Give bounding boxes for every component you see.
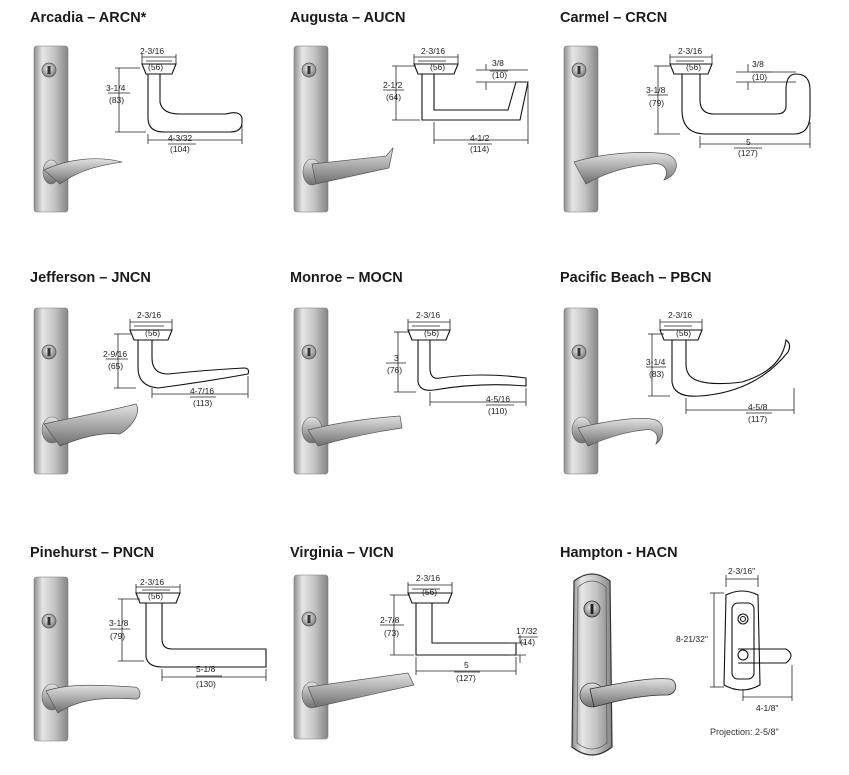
lever-card-virginia: Virginia – VICN 2-3/16 (56) 2-7/8 (73) 1…: [290, 545, 560, 775]
dim-label: (56): [422, 587, 437, 597]
projection-note: Projection: 2-5/8": [710, 727, 779, 737]
dim-label: 4-1/8": [756, 703, 778, 713]
dimension-drawing: 2-3/16 (56) 2-7/8 (73) 17/32 (14) 5 (127…: [380, 573, 538, 683]
dim-label: (56): [148, 62, 163, 72]
lever-title: Monroe – MOCN: [290, 270, 403, 286]
dimension-drawing: 2-3/16 (56) 3-1/4 (83) 4-3/32 (104): [106, 46, 243, 154]
dim-label: (10): [492, 70, 507, 80]
dim-label: (56): [686, 62, 701, 72]
dim-label: (127): [738, 148, 758, 158]
dim-label: 4-5/8: [748, 402, 768, 412]
dim-label: 2-3/16: [678, 46, 702, 56]
lever-card-pinehurst: Pinehurst – PNCN 2-3/16 (56) 3-1/8 (79) …: [30, 545, 300, 775]
dim-label: (117): [748, 414, 767, 424]
lever-trim-image: [293, 307, 403, 475]
lever-card-monroe: Monroe – MOCN 2-3/16 (56) 3 (76) 4-5/16 …: [290, 270, 560, 500]
dim-label: (56): [430, 62, 445, 72]
dimension-drawing: 2-3/16 (56) 3-1/8 (79) 5-1/8 (130): [109, 577, 267, 689]
lever-card-carmel: Carmel – CRCN 2-3/16 (56) 3/8 (10) 3-1/8…: [560, 10, 830, 240]
dim-label: 4-5/16: [486, 394, 510, 404]
dim-label: (79): [649, 98, 664, 108]
dim-label: (113): [193, 398, 212, 408]
dim-label: (10): [752, 72, 767, 82]
dim-label: 3-1/4: [646, 357, 666, 367]
dim-label: 3/8: [752, 59, 764, 69]
dim-label: 2-3/16": [728, 566, 755, 576]
dimension-drawing: 2-3/16 (56) 3/8 (10) 3-1/8 (79) 5 (127): [646, 46, 811, 158]
lever-title: Hampton - HACN: [560, 545, 678, 561]
lever-title: Carmel – CRCN: [560, 10, 668, 26]
dimension-drawing: 2-3/16 (56) 3 (76) 4-5/16 (110): [386, 310, 527, 416]
dim-label: 2-3/16: [421, 46, 445, 56]
dim-label: 5: [746, 137, 751, 147]
lever-title: Jefferson – JNCN: [30, 270, 151, 286]
lever-card-jefferson: Jefferson – JNCN 2-3/16 (56) 2-9/16 (65)…: [30, 270, 300, 500]
dim-label: 5-1/8: [196, 664, 216, 674]
dim-label: 4-7/16: [190, 386, 214, 396]
dim-label: (83): [649, 369, 664, 379]
lever-trim-image: [33, 576, 141, 742]
dim-label: (114): [470, 144, 489, 154]
dimension-drawing: 2-3/16 (56) 3-1/4 (83) 4-5/8 (117): [646, 310, 795, 424]
dimension-drawing: 2-3/16 (56) 2-9/16 (65) 4-7/16 (113): [103, 310, 250, 408]
dim-label: (56): [676, 328, 691, 338]
lever-trim-image: [293, 574, 415, 740]
lever-title: Pinehurst – PNCN: [30, 545, 155, 561]
dim-label: 2-1/2: [383, 80, 403, 90]
lever-title: Pacific Beach – PBCN: [560, 270, 712, 286]
dim-label: 8-21/32": [676, 634, 708, 644]
lever-title: Arcadia – ARCN*: [30, 10, 147, 26]
lever-trim-image: [563, 45, 677, 213]
dim-label: (56): [148, 591, 163, 601]
dim-label: (73): [384, 628, 399, 638]
lever-trim-image: [293, 45, 394, 213]
dimension-drawing: 2-3/16 (56) 3/8 (10) 2-1/2 (64) 4-1/2 (1…: [383, 46, 529, 154]
dim-label: (130): [196, 679, 216, 689]
lever-trim-image: [563, 307, 664, 475]
dim-label: 17/32: [516, 626, 538, 636]
dim-label: 3-1/8: [646, 85, 666, 95]
dim-label: (104): [170, 144, 190, 154]
dim-label: (56): [424, 328, 439, 338]
dim-label: (56): [145, 328, 160, 338]
dim-label: 4-3/32: [168, 133, 192, 143]
dim-label: 2-3/16: [140, 46, 164, 56]
lever-card-pacific-beach: Pacific Beach – PBCN 2-3/16 (56) 3-1/4 (…: [560, 270, 830, 500]
dim-label: (83): [109, 95, 124, 105]
dim-label: (127): [456, 673, 476, 683]
dim-label: 2-3/16: [416, 573, 440, 583]
dim-label: 3-1/8: [109, 618, 129, 628]
dim-label: 2-9/16: [103, 349, 127, 359]
dim-label: (79): [110, 631, 125, 641]
dim-label: 5: [464, 660, 469, 670]
lever-title: Augusta – AUCN: [290, 10, 406, 26]
dim-label: 2-3/16: [140, 577, 164, 587]
dimension-drawing: 2-3/16" 8-21/32" 4-1/8": [676, 566, 793, 713]
lever-card-augusta: Augusta – AUCN 2-3/16 (56) 3/8 (10) 2-1/…: [290, 10, 560, 240]
lever-card-hampton: Hampton - HACN 2-3/16" 8-21/32" 4-1/8" P…: [560, 545, 830, 775]
lever-title: Virginia – VICN: [290, 545, 394, 561]
dim-label: 3-1/4: [106, 83, 126, 93]
dim-label: 4-1/2: [470, 133, 490, 143]
dim-label: 2-3/16: [137, 310, 161, 320]
dim-label: 2-7/8: [380, 615, 400, 625]
dim-label: (64): [386, 92, 401, 102]
dim-label: 3/8: [492, 58, 504, 68]
dim-label: 2-3/16: [416, 310, 440, 320]
lever-trim-image: [33, 307, 138, 475]
lever-card-arcadia: Arcadia – ARCN* 2-3/16 (56) 3-1/4 (83) 4…: [30, 10, 300, 240]
dim-label: 2-3/16: [668, 310, 692, 320]
dim-label: (110): [488, 406, 507, 416]
dim-label: (14): [520, 637, 535, 647]
lever-trim-image: [33, 45, 123, 213]
dim-label: 3: [394, 353, 399, 363]
dim-label: (76): [387, 365, 402, 375]
dim-label: (65): [108, 361, 123, 371]
